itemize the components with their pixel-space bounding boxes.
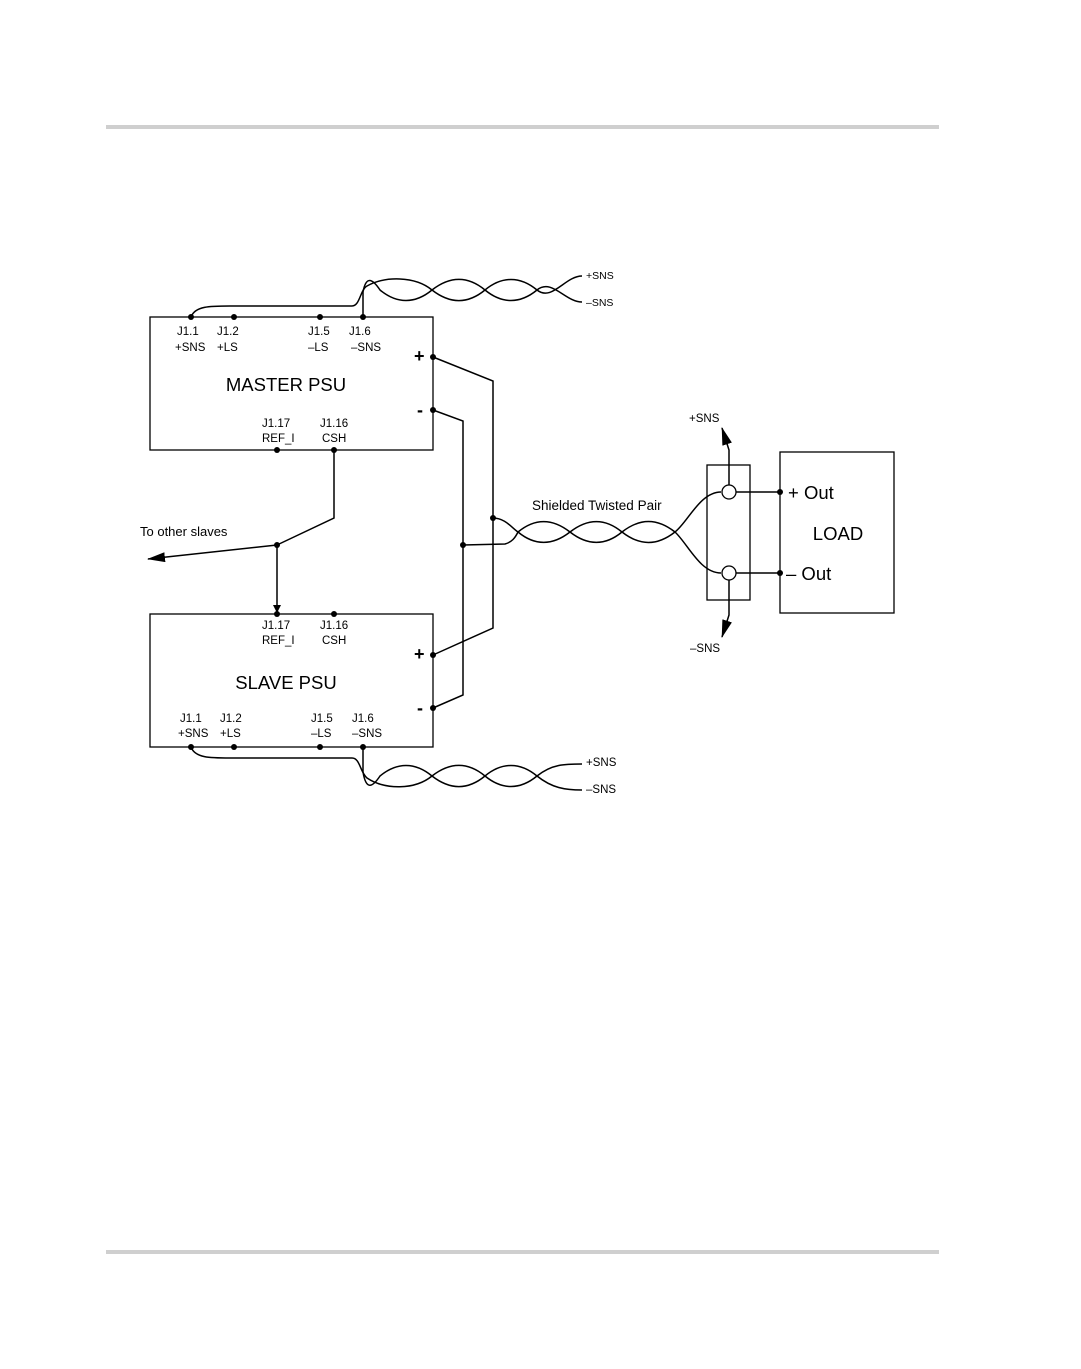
master-pin-j1-16-label: CSH <box>322 433 346 445</box>
master-pin-j1-16-id: J1.16 <box>320 418 348 430</box>
slave-pin-j1-16-id: J1.16 <box>320 620 348 632</box>
master-pin-j1-17-id: J1.17 <box>262 418 290 430</box>
master-pin-j1-1-id: J1.1 <box>177 326 199 338</box>
slave-pin-j1-1-id: J1.1 <box>180 713 202 725</box>
master-pin-j1-5-label: –LS <box>308 342 329 354</box>
load-sense-plus-label: +SNS <box>689 413 720 425</box>
slave-plus-sign: + <box>414 644 425 664</box>
load-plus-out-label: + Out <box>788 482 834 503</box>
slave-sense-plus-label: +SNS <box>586 757 617 769</box>
slave-pin-j1-2-id: J1.2 <box>220 713 242 725</box>
slave-sense-twisted-pair <box>191 747 582 790</box>
slave-minus-sign: - <box>417 698 423 718</box>
shielded-twisted-pair-label: Shielded Twisted Pair <box>532 498 662 513</box>
master-pin-j1-6-id: J1.6 <box>349 326 371 338</box>
master-minus-sign: - <box>417 400 423 420</box>
slave-psu-title: SLAVE PSU <box>235 672 336 693</box>
load-minus-out-label: – Out <box>786 563 831 584</box>
master-pin-j1-17-label: REF_I <box>262 433 295 445</box>
load-connection-wiring <box>722 428 783 637</box>
load-sense-minus-label: –SNS <box>690 643 720 655</box>
master-plus-sign: + <box>414 346 425 366</box>
master-pin-j1-2-label: +LS <box>217 342 238 354</box>
master-pin-j1-5-id: J1.5 <box>308 326 330 338</box>
terminal-screws <box>722 485 736 580</box>
output-bus-wiring <box>433 357 496 708</box>
to-other-slaves-label: To other slaves <box>140 524 228 539</box>
slave-pin-j1-17-label: REF_I <box>262 635 295 647</box>
master-sense-twisted-pair <box>191 276 582 317</box>
load-title: LOAD <box>813 523 863 544</box>
slave-pin-j1-16-label: CSH <box>322 635 346 647</box>
slave-sense-minus-label: –SNS <box>586 784 616 796</box>
slave-pin-j1-1-label: +SNS <box>178 728 209 740</box>
master-psu-title: MASTER PSU <box>226 374 346 395</box>
master-sense-minus-label: –SNS <box>586 297 613 309</box>
master-pin-j1-1-label: +SNS <box>175 342 206 354</box>
master-pin-j1-2-id: J1.2 <box>217 326 239 338</box>
slave-pin-j1-5-id: J1.5 <box>311 713 333 725</box>
master-sense-plus-label: +SNS <box>586 270 614 282</box>
slave-pin-j1-5-label: –LS <box>311 728 332 740</box>
slave-pin-j1-6-label: –SNS <box>352 728 382 740</box>
slave-pin-j1-17-id: J1.17 <box>262 620 290 632</box>
slave-pin-j1-6-id: J1.6 <box>352 713 374 725</box>
master-pin-j1-6-label: –SNS <box>351 342 381 354</box>
slave-pin-j1-2-label: +LS <box>220 728 241 740</box>
